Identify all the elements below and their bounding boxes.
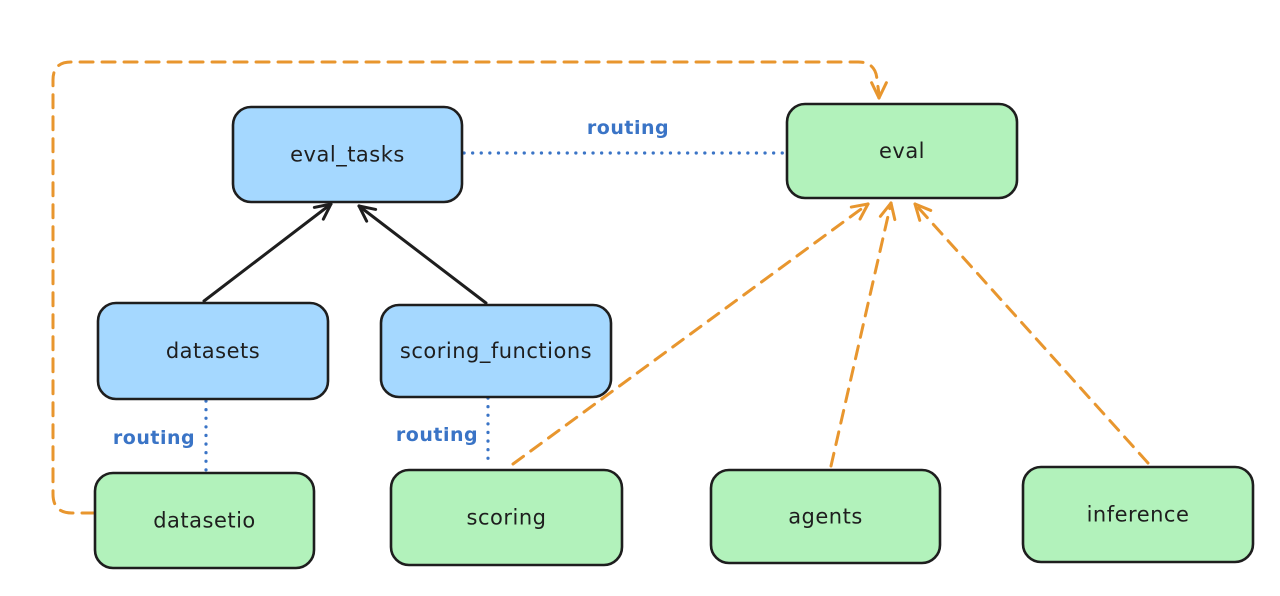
node-agents[interactable]: agents — [709, 468, 942, 565]
arrowhead-stroke — [312, 202, 333, 209]
node-box — [96, 301, 330, 401]
arrowhead-stroke — [913, 202, 933, 212]
edge-datasetio-to-eval-loop[interactable] — [51, 60, 888, 515]
edge-scoring-to-eval[interactable] — [511, 202, 870, 466]
node-label: eval_tasks — [290, 143, 405, 168]
arrowhead-stroke — [889, 201, 897, 222]
node-box — [709, 468, 942, 565]
edge-datasets-to-datasetio-routing[interactable]: routing — [113, 399, 208, 472]
node-box — [785, 102, 1019, 200]
arrowhead-stroke — [357, 204, 369, 223]
arrowhead-stroke — [321, 202, 333, 221]
node-box — [379, 303, 613, 399]
node-box — [389, 468, 624, 567]
edge-line — [829, 201, 893, 468]
node-label: scoring_functions — [400, 339, 592, 364]
arrowhead-stroke — [913, 202, 922, 222]
node-label: scoring — [467, 506, 547, 530]
edge-label-routing: routing — [587, 117, 669, 139]
node-label: datasets — [166, 339, 260, 363]
node-datasetio[interactable]: datasetio — [93, 471, 316, 570]
node-scoring[interactable]: scoring — [389, 468, 624, 567]
node-eval[interactable]: eval — [785, 102, 1019, 200]
edge-datasets-to-eval_tasks[interactable] — [202, 202, 333, 303]
node-datasets[interactable]: datasets — [96, 301, 330, 401]
node-box — [93, 471, 316, 570]
edge-label-routing: routing — [113, 427, 195, 449]
arrowhead-stroke — [858, 202, 870, 221]
edge-line — [202, 202, 333, 303]
edge-scoring_functions-to-eval_tasks[interactable] — [357, 204, 488, 305]
edge-line — [913, 202, 1150, 465]
node-box — [1021, 465, 1255, 564]
node-label: datasetio — [153, 509, 256, 533]
node-label: agents — [788, 505, 863, 529]
arrowhead-stroke — [357, 204, 378, 211]
edge-agents-to-eval[interactable] — [829, 201, 897, 468]
node-label: eval — [879, 139, 925, 163]
edge-inference-to-eval[interactable] — [913, 202, 1150, 465]
node-scoring_functions[interactable]: scoring_functions — [379, 303, 613, 399]
arrowhead-stroke — [877, 81, 888, 100]
edge-line — [357, 204, 488, 305]
edge-path — [51, 60, 881, 515]
edge-line — [511, 202, 870, 466]
arrowhead-stroke — [870, 81, 881, 100]
edge-eval_tasks-to-eval-routing[interactable]: routing — [462, 117, 788, 155]
edge-label-routing: routing — [396, 424, 478, 446]
arrowhead-stroke — [849, 202, 870, 209]
node-box — [231, 105, 464, 204]
node-inference[interactable]: inference — [1021, 465, 1255, 564]
node-label: inference — [1087, 503, 1190, 527]
edge-scoring_functions-to-scoring-routing[interactable]: routing — [396, 396, 490, 468]
node-eval_tasks[interactable]: eval_tasks — [231, 105, 464, 204]
arrowhead-stroke — [878, 201, 893, 218]
